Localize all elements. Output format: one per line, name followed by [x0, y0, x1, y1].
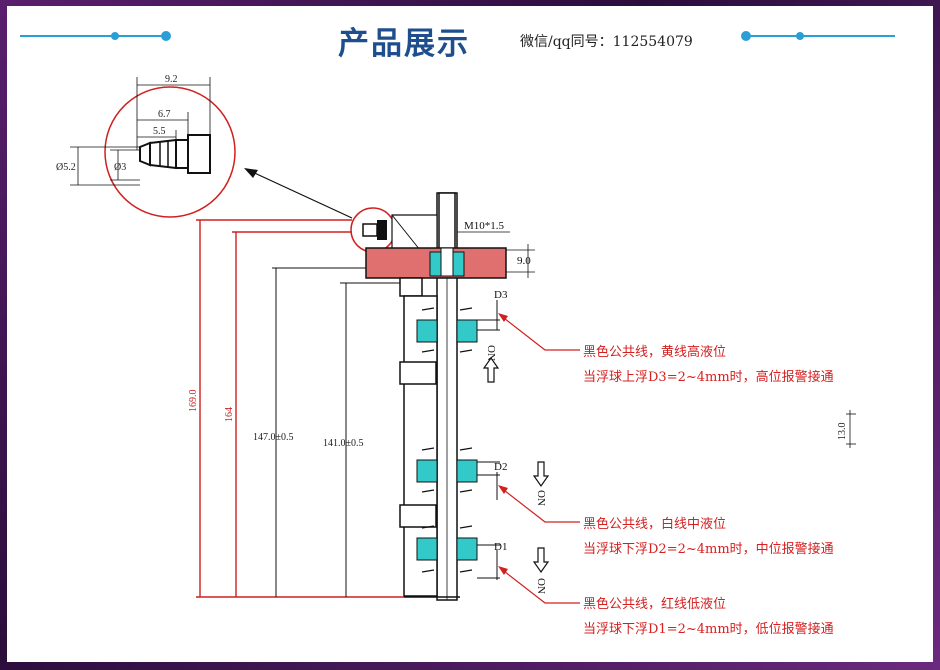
label-d2: D2	[494, 461, 507, 473]
dim-d52: Ø5.2	[56, 162, 76, 173]
height-dimensions	[196, 219, 404, 598]
page-title: 产品展示	[338, 26, 470, 62]
dim-169: 169.0	[188, 390, 199, 413]
label-d3: D3	[494, 289, 508, 301]
on-label-d2: ON	[535, 490, 547, 506]
top-dimensions	[457, 231, 535, 278]
contact-info: 微信/qq同号：112554079	[520, 34, 693, 50]
sensor-assembly	[365, 192, 507, 601]
annotation-1-line-1: 黑色公共线，黄线高液位	[583, 344, 726, 360]
detail-view	[70, 77, 236, 218]
header-line-left	[20, 31, 171, 41]
dim-d3: Ø3	[114, 162, 126, 173]
on-label-d3: ON	[485, 345, 497, 361]
dim-164: 164	[224, 407, 235, 422]
dim-13: 13.0	[837, 423, 848, 441]
dim-9-2: 9.2	[165, 74, 178, 85]
annotation-2-line-1: 黑色公共线，白线中液位	[583, 516, 726, 532]
detail-leader-arrow	[244, 168, 396, 253]
flange-thickness-label: 9.0	[517, 255, 531, 267]
annotation-arrowheads	[498, 313, 508, 575]
annotation-1-line-2: 当浮球上浮D3=2~4mm时，高位报警接通	[583, 369, 834, 385]
side-dimension	[846, 410, 856, 448]
dim-147: 147.0±0.5	[253, 432, 294, 443]
dim-141: 141.0±0.5	[323, 438, 364, 449]
annotation-2-line-2: 当浮球下浮D2=2~4mm时，中位报警接通	[583, 541, 834, 557]
annotation-3-line-1: 黑色公共线，红线低液位	[583, 596, 726, 612]
dim-5-5: 5.5	[153, 126, 166, 137]
dim-6-7: 6.7	[158, 109, 171, 120]
thread-label: M10*1.5	[464, 220, 505, 232]
label-d1: D1	[494, 541, 507, 553]
on-label-d1: ON	[535, 578, 547, 594]
header-line-right	[741, 31, 895, 41]
direction-arrows	[482, 356, 550, 574]
annotation-leaders	[499, 314, 580, 604]
annotation-3-line-2: 当浮球下浮D1=2~4mm时，低位报警接通	[583, 621, 834, 637]
